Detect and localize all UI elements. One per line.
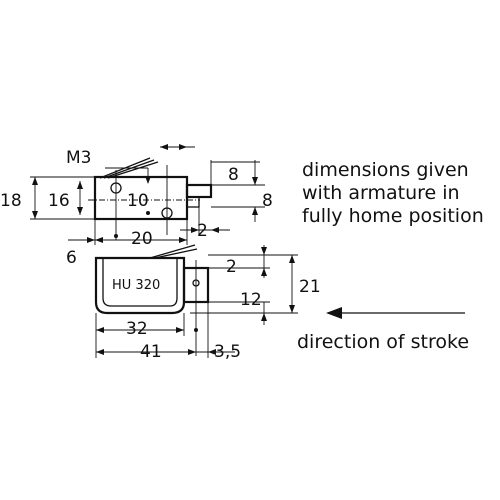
dim-2-arrow [191,227,199,233]
dim-step-arrow-t [261,247,267,255]
dim-8b-arrow [252,207,258,215]
dim-35-arrow [208,349,216,355]
dim-hole-offset: 3,5 [214,342,241,362]
side-view-frame-inner [102,258,178,307]
dim-bracket-height: 12 [240,290,262,310]
side-view-axis-dot [194,328,198,332]
dim-hole-spacing: 10 [127,191,149,211]
thread-arrow [145,176,151,184]
top-view-pin [146,211,150,215]
dim-20-dot [114,234,118,238]
dim-41-arrow-l [96,349,104,355]
top-dim-arrow-r [179,144,187,150]
note-line-3: fully home position [302,205,484,227]
dim-20-arrow-l [95,237,103,243]
dim-height-inner: 16 [48,191,70,211]
stroke-arrow-head [326,307,342,319]
dim-2-arrow-r [211,227,219,233]
dim-base-width: 32 [126,319,148,339]
dim-18-arrow-t [32,177,38,185]
stroke-label: direction of stroke [297,331,469,353]
dim-offset-left: 6 [66,248,77,268]
note-line-1: dimensions given [302,159,469,181]
dim-armature-gap: 2 [197,221,208,241]
dim-18-arrow-b [32,211,38,219]
dim-12-arrow [261,313,267,321]
dim-armature-width: 8 [262,191,273,211]
top-dim-arrow-l [160,144,168,150]
dim-6-arrow [87,237,95,243]
dim-21-arrow-t [289,255,295,263]
thread-label: M3 [66,148,91,168]
dim-armature-height: 8 [228,165,239,185]
dim-total-height: 21 [299,277,321,297]
top-view-armature-slot [186,196,200,208]
side-view-lead-wires [149,244,198,259]
stroke-direction: direction of stroke [297,307,469,353]
dim-bracket-step: 2 [226,257,237,277]
notes: dimensions given with armature in fully … [302,159,484,227]
side-view-frame [94,256,186,315]
note-line-2: with armature in [302,182,460,204]
top-view: M3 18 16 10 20 6 [0,144,273,268]
side-view: HU 320 2 12 21 32 41 [94,244,321,362]
dim-width-top: 20 [131,229,153,249]
dim-16-arrow-b [77,207,83,215]
dim-height-outer: 18 [0,191,22,211]
model-label: HU 320 [112,278,160,293]
dim-8a-arrow [252,177,258,185]
dim-16-arrow-t [77,181,83,189]
dim-total-width: 41 [140,342,162,362]
dim-20-arrow-r [179,237,187,243]
dim-32-arrow-r [176,327,184,333]
top-view-armature [185,183,213,199]
dim-step-arrow-b [261,268,267,276]
dim-32-arrow-l [96,327,104,333]
dim-21-arrow-b [289,305,295,313]
